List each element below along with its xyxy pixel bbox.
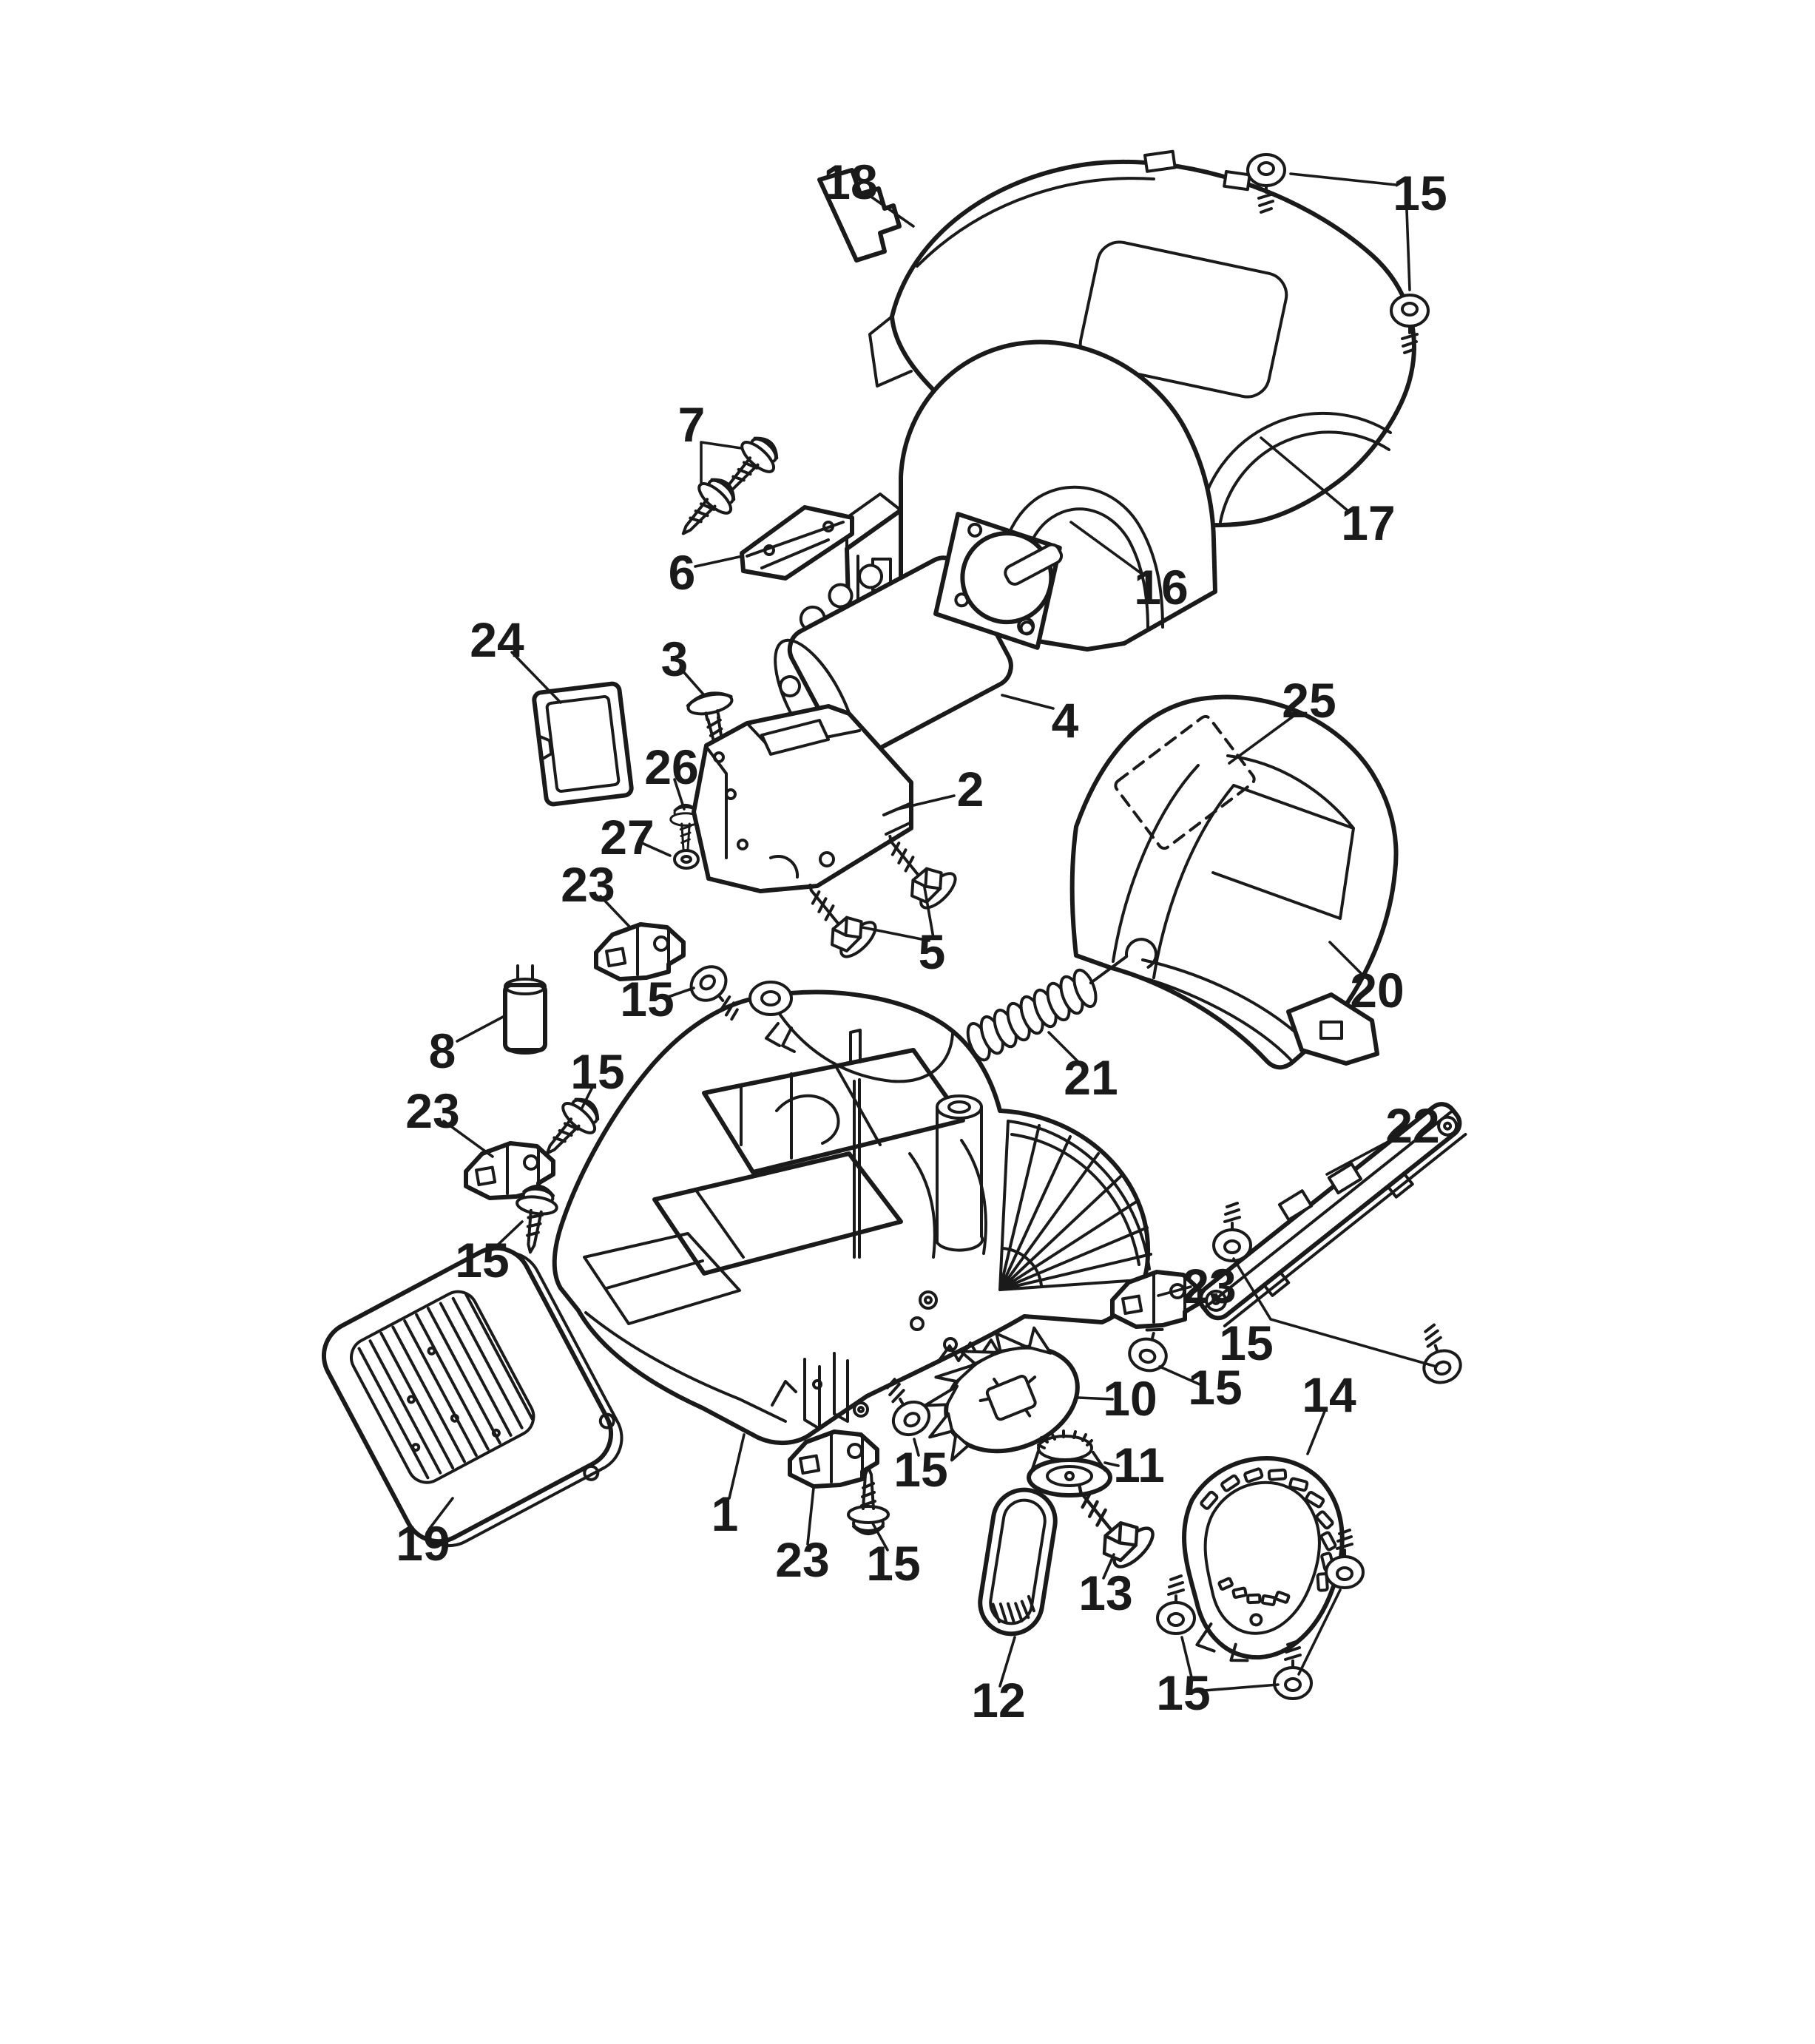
callout-15-d: 15 — [1219, 1316, 1273, 1370]
part-27-washer — [673, 849, 700, 870]
callout-7: 7 — [678, 397, 706, 452]
callout-13: 13 — [1078, 1566, 1132, 1620]
callout-23-d: 23 — [775, 1532, 829, 1587]
part-18-latch-bracket — [817, 168, 902, 263]
callout-11: 11 — [1113, 1438, 1165, 1492]
part-4-motor — [774, 512, 1064, 768]
part-23-clamp-bracket — [596, 924, 683, 979]
callout-20: 20 — [1350, 963, 1404, 1018]
part-11-pinion — [1027, 1429, 1112, 1498]
callout-15-g: 15 — [893, 1442, 947, 1497]
callout-10: 10 — [1103, 1371, 1157, 1426]
callout-17: 17 — [1341, 495, 1395, 550]
part-3-screw — [686, 691, 734, 758]
callout-22: 22 — [1385, 1098, 1439, 1153]
callout-12: 12 — [971, 1673, 1025, 1727]
callout-6: 6 — [669, 545, 696, 600]
part-6-bracket — [740, 505, 854, 581]
callout-4: 4 — [1052, 693, 1079, 748]
callout-18: 18 — [823, 155, 877, 209]
callout-24: 24 — [470, 612, 524, 667]
callout-23-c: 23 — [1182, 1259, 1236, 1313]
callout-15-f: 15 — [866, 1536, 920, 1591]
callout-15-e: 15 — [1188, 1360, 1242, 1415]
part-15-screw — [1410, 1319, 1467, 1389]
callout-21: 21 — [1064, 1050, 1118, 1105]
callout-8: 8 — [429, 1023, 456, 1078]
hood-bottom-bracket — [1286, 992, 1379, 1066]
callout-5: 5 — [919, 924, 946, 979]
callout-15-top-right: 15 — [1393, 166, 1447, 220]
part-8-capacitor — [503, 964, 547, 1055]
part-15-screw — [1212, 1202, 1252, 1262]
callout-27: 27 — [600, 810, 654, 864]
callout-15-c: 15 — [455, 1233, 509, 1287]
callout-15-b: 15 — [570, 1044, 624, 1099]
callout-15-a: 15 — [620, 972, 674, 1026]
callout-23-a: 23 — [561, 857, 615, 912]
part-25-pad-outline — [1114, 714, 1256, 850]
callout-labels: 18 15 17 16 7 6 4 24 3 26 27 2 25 5 20 2… — [396, 155, 1447, 1727]
callout-19: 19 — [396, 1516, 450, 1571]
callout-25: 25 — [1282, 673, 1336, 728]
callout-1: 1 — [712, 1486, 739, 1541]
callout-14: 14 — [1302, 1367, 1356, 1422]
part-2-motor-mount-plate — [692, 704, 913, 893]
part-15-screw — [1156, 1574, 1196, 1635]
callout-16: 16 — [1134, 560, 1188, 615]
part-1-main-housing — [552, 981, 1152, 1446]
leader-lines — [427, 172, 1438, 1692]
callout-23-b: 23 — [405, 1083, 459, 1138]
callout-3: 3 — [661, 632, 689, 686]
callout-26: 26 — [644, 740, 698, 794]
part-24-frame — [532, 681, 634, 807]
callout-15-h: 15 — [1156, 1665, 1210, 1720]
callout-2: 2 — [957, 762, 984, 816]
part-14-belt-cover — [1182, 1456, 1345, 1662]
part-19-grille — [321, 1245, 623, 1548]
part-20-hood — [1069, 694, 1399, 1070]
part-12-belt — [978, 1487, 1058, 1637]
part-10-drive-gear — [923, 1326, 1080, 1462]
part-22-slide-rail — [1197, 1102, 1467, 1327]
